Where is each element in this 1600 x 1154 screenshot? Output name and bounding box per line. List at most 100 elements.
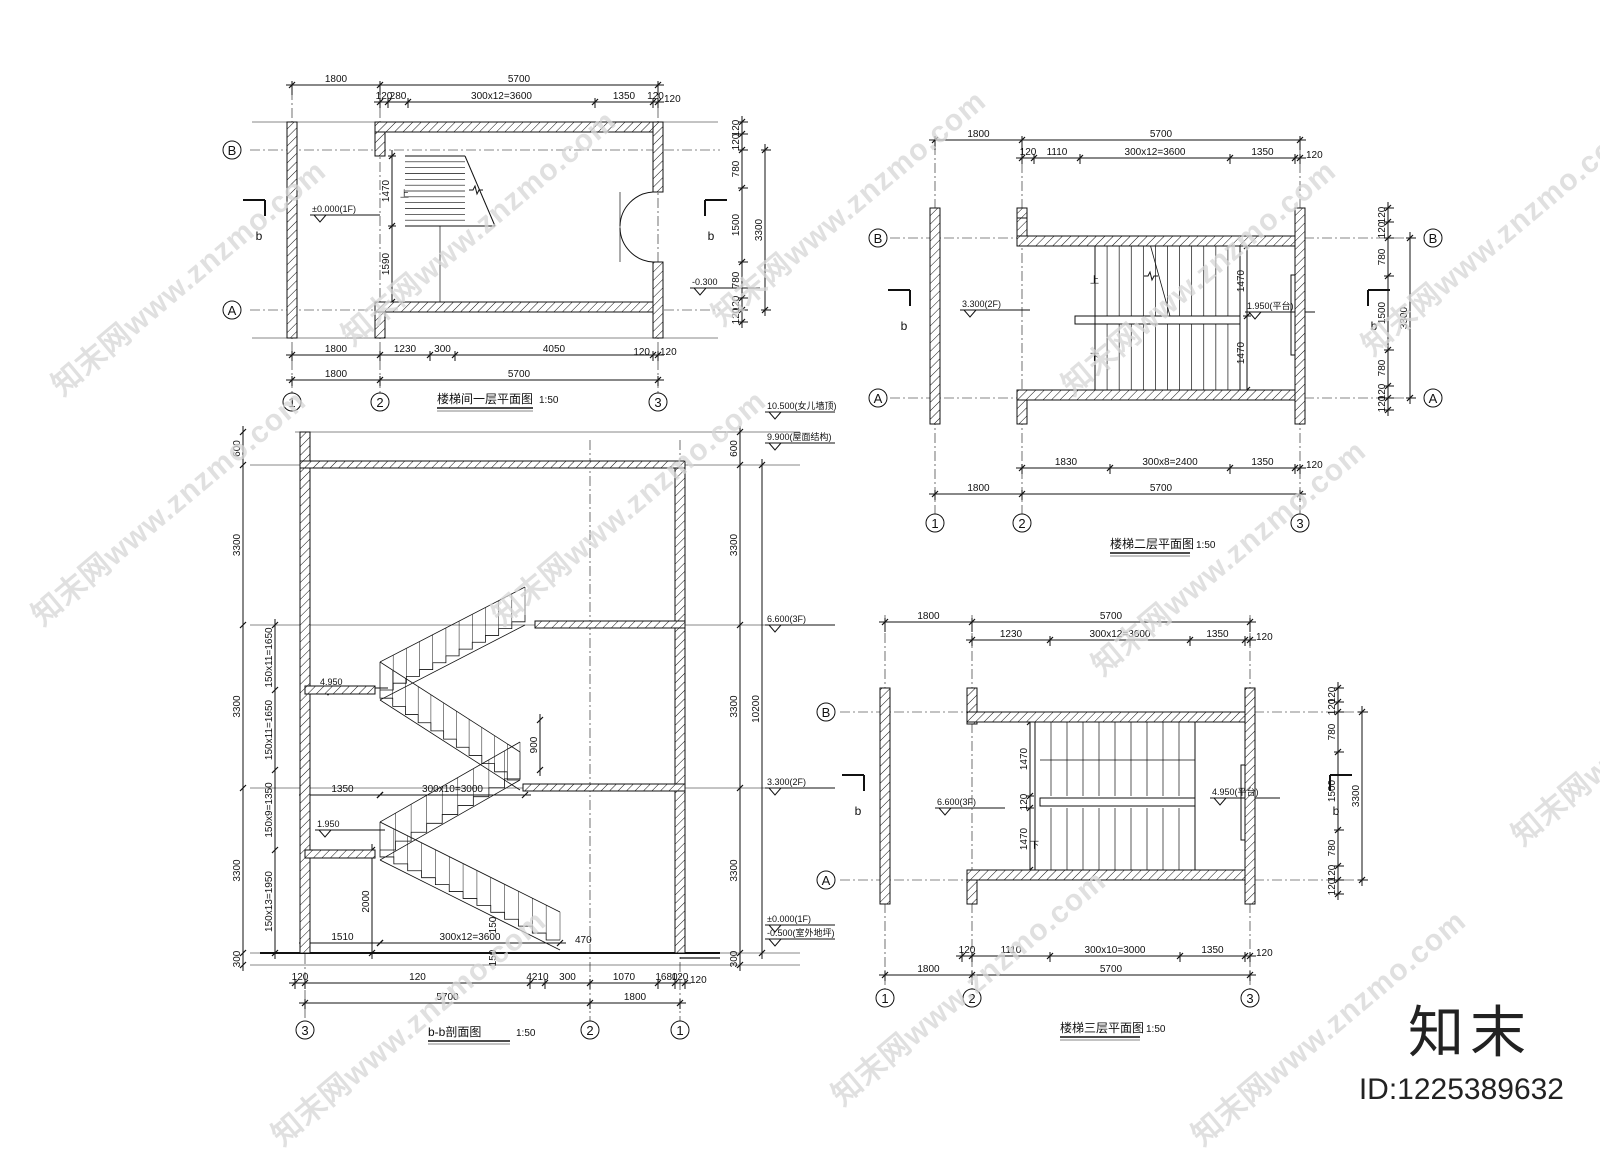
dimension-text: 3300 [232,533,243,556]
dimension-text: 1800 [967,129,990,140]
dimension-text: 150 [488,916,499,933]
break-line [1144,270,1158,282]
grid-axis-bubble [222,140,242,160]
grid-axis-label: 3 [1296,516,1303,531]
dimension-text: 5700 [1100,964,1123,975]
dimension-text: 1350 [1251,457,1274,468]
grid-axis-bubble [670,1020,690,1040]
section-cut-label: b [256,229,263,243]
dimension-text: 120 [1377,206,1388,223]
drawing-title: b-b剖面图 [428,1025,481,1039]
dimension-text: 1110 [1047,147,1068,158]
dimension-text: 1070 [613,972,636,983]
dimension-text: 1350 [1206,629,1229,640]
elevation-text: -0.500(室外地坪) [767,927,835,938]
stair-flight [379,690,520,781]
door-swing [619,191,654,227]
dimension-text: 120 [1306,460,1323,471]
dimension-text: 3300 [729,533,740,556]
grid-axis-label: 1 [676,1023,683,1038]
elevation-symbol [938,807,952,816]
grid-axis-bubble [868,388,888,408]
dimension-text: 150 [488,949,499,966]
wall [286,121,298,339]
elevation-symbol [768,411,782,420]
dimension-text: 4210 [526,972,549,983]
stair-flight [380,770,521,851]
grid-axis-bubble [580,1020,600,1040]
wall [652,261,664,339]
dimension-text: 780 [731,271,742,288]
grid-axis-label: B [1429,231,1438,246]
grid-axis-bubble [962,988,982,1008]
grid-axis-bubble [1240,988,1260,1008]
stair-slab [379,779,521,861]
dimension-text: 5700 [508,74,531,85]
elevation-text: ±0.000(1F) [767,914,811,924]
elevation-symbol [693,287,707,296]
dimension-text: 1800 [325,74,348,85]
elevation-text: -0.300 [692,277,718,287]
section-cut-label: b [708,229,715,243]
wall [374,121,664,133]
image-id: ID:1225389632 [1358,1073,1564,1106]
break-line [469,184,483,196]
dimension-text: 1350 [613,91,636,102]
dimension-text: 280 [390,91,407,102]
dimension-text: 2000 [361,890,372,913]
dimension-text: 120 [731,295,742,312]
dimension-text: 780 [731,160,742,177]
dimension-text: 300x12=3600 [1125,147,1186,158]
dimension-text: 1500 [1377,301,1388,324]
grid-axis-label: 2 [968,991,975,1006]
grid-axis-bubble [925,513,945,533]
grid-axis-label: A [822,873,831,888]
dimension-text: 600 [232,440,243,457]
dimension-text: 780 [1327,723,1338,740]
wall [652,121,664,193]
dimension-text: 1500 [731,213,742,236]
handrail [1074,315,1241,325]
dimension-text: 1510 [331,932,354,943]
dimension-text: 780 [1377,248,1388,265]
elevation-text: 1.950 [317,819,340,829]
wall [534,620,686,629]
elevation-symbol [1248,311,1262,320]
dimension-text: 120 [376,91,393,102]
dimension-text: 120 [731,119,742,136]
grid-axis-label: B [874,231,883,246]
elevation-symbol [768,787,782,796]
brand-logo: 知末 [1408,1001,1532,1066]
dimension-text: 1350 [1201,945,1224,956]
grid-axis-bubble [1423,388,1443,408]
handrail [1039,797,1196,807]
dimension-text: 600 [729,440,740,457]
handrail [379,821,561,913]
grid-axis-label: B [822,705,831,720]
dimension-text: 300x12=3600 [440,932,501,943]
drawing-title: 楼梯二层平面图 [1110,536,1194,551]
dimension-text: 1110 [1001,945,1022,956]
grid-axis-bubble [370,392,390,412]
dimension-text: 120 [1020,147,1037,158]
dimension-text: 120 [292,972,309,983]
dimension-text: 300x8=2400 [1142,457,1198,468]
window [1290,274,1296,356]
elevation-text: 3.300(2F) [962,299,1001,309]
dimension-text: 1470 [381,179,392,202]
wall [879,687,891,905]
dimension-text: 1800 [325,369,348,380]
grid-axis-label: 2 [376,395,383,410]
wall [304,849,376,859]
dimension-text: 120 [672,972,689,983]
drawing-scale: 1:50 [516,1028,536,1039]
dimension-text: 120 [1019,793,1030,810]
dimension-text: 300 [559,972,576,983]
dimension-text: 120 [1327,878,1338,895]
elevation-text: 4.950(平台) [1212,786,1259,797]
window [1240,764,1246,841]
section-cut-label: b [901,319,908,333]
wall [1294,207,1306,425]
grid-axis-bubble [222,300,242,320]
